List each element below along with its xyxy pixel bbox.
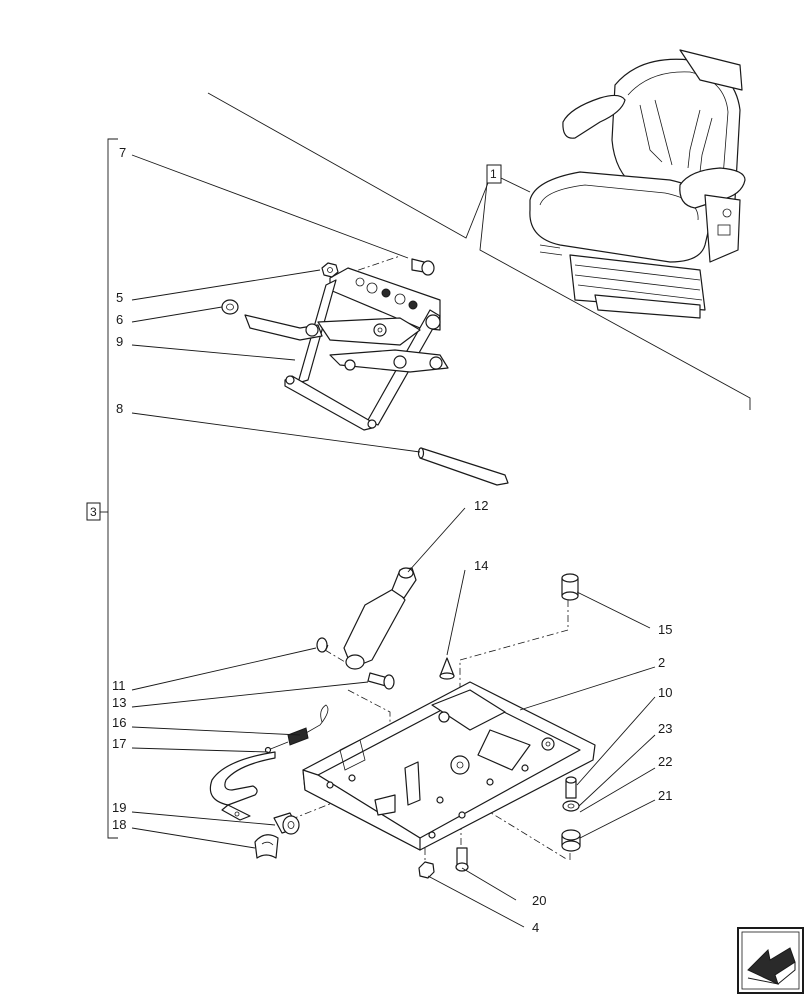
part-2-base-frame	[302, 681, 596, 851]
label-16: 16	[112, 715, 126, 730]
part-8-rod	[417, 447, 509, 486]
callout-box-3: 3	[90, 505, 97, 519]
upper-frame	[244, 255, 449, 431]
part-13-pin	[367, 672, 395, 690]
part-11-clip	[316, 637, 329, 653]
label-2: 2	[658, 655, 665, 670]
label-12: 12	[474, 498, 488, 513]
label-14: 14	[474, 558, 488, 573]
callout-box-1: 1	[490, 167, 497, 181]
part-5-nut	[321, 262, 339, 278]
label-7: 7	[119, 145, 126, 160]
part-19-bushing	[273, 812, 300, 835]
label-15: 15	[658, 622, 672, 637]
leader-lines	[131, 154, 656, 928]
part-12-gas-spring	[343, 567, 417, 670]
part-labels: 7 5 6 9 8 12 14 15 2 10 23 22 21 11 13 1…	[112, 145, 672, 935]
part-15-fitting	[561, 573, 579, 601]
label-5: 5	[116, 290, 123, 305]
callout-1: 1	[207, 92, 751, 410]
part-6-bushing	[221, 299, 239, 315]
label-11: 11	[112, 678, 126, 693]
label-6: 6	[116, 312, 123, 327]
part-18-clip	[254, 834, 279, 859]
label-19: 19	[112, 800, 126, 815]
label-9: 9	[116, 334, 123, 349]
part-23-stud	[565, 776, 577, 799]
seat-assembly	[529, 49, 746, 319]
label-13: 13	[112, 695, 126, 710]
label-4: 4	[532, 920, 539, 935]
part-7-bolt	[411, 258, 435, 276]
part-16-spring	[264, 704, 329, 754]
label-18: 18	[112, 817, 126, 832]
part-14-cone	[439, 657, 455, 680]
label-20: 20	[532, 893, 546, 908]
assembly-bracket-3: 3	[86, 138, 118, 839]
label-21: 21	[658, 788, 672, 803]
arrow-left-icon[interactable]	[737, 927, 804, 994]
part-20-bolt	[455, 847, 469, 872]
part-21-bushing	[561, 829, 581, 852]
label-22: 22	[658, 754, 672, 769]
part-22-washer	[562, 800, 580, 812]
part-4-nut	[418, 861, 435, 879]
part-17-cable	[209, 751, 276, 821]
label-17: 17	[112, 736, 126, 751]
label-8: 8	[116, 401, 123, 416]
label-23: 23	[658, 721, 672, 736]
label-10: 10	[658, 685, 672, 700]
